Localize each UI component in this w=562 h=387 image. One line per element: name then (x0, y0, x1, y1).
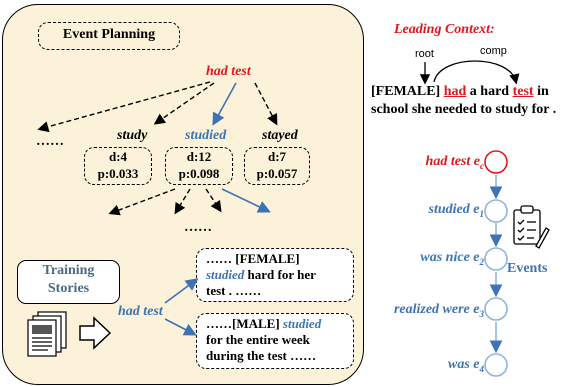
dep-comp-arc (433, 60, 520, 85)
dep-comp-label: comp (480, 45, 507, 57)
training-stories-label-box (17, 260, 120, 304)
ellipsis-bottom: …… (184, 220, 212, 235)
candidate-p-studied: p:0.098 (178, 166, 220, 181)
leading-context-title: Leading Context: (394, 22, 495, 37)
highlight-word-test: test (512, 84, 534, 99)
chain-node-3 (484, 297, 508, 321)
candidate-p-stayed: p:0.057 (256, 166, 298, 181)
story2-line1: ……[MALE] studied (206, 316, 322, 331)
training-stories-line1: Training (42, 263, 95, 278)
candidate-box-study (84, 147, 152, 185)
candidate-p-study: p:0.033 (97, 166, 139, 181)
arrow-studied-to-mid1 (174, 188, 191, 215)
chain-node-2 (484, 247, 508, 271)
chain-event-3: realized were e3 (393, 302, 484, 319)
arrow-root-to-studied (212, 82, 237, 126)
arrow-branch-to-story2 (164, 318, 197, 336)
story2-line3: during the test …… (206, 348, 317, 363)
clipboard-icon (513, 205, 550, 249)
story1-event: studied (206, 267, 245, 282)
arrow-studied-to-left (108, 188, 176, 216)
arrow-studied-to-mid2 (205, 188, 222, 213)
chain-event-c: had test ec (425, 154, 484, 171)
chain-event-2: was nice e2 (420, 250, 484, 267)
story-box-1 (196, 248, 354, 302)
chain-event-1: studied e1 (428, 202, 484, 219)
candidate-event-stayed: stayed (262, 128, 298, 143)
training-stories-line2: Stories (47, 281, 90, 296)
events-label: Events (507, 261, 548, 276)
story1-line2: studied hard for her (206, 267, 316, 282)
candidate-event-study: study (117, 128, 148, 143)
candidate-d-study: d:4 (108, 149, 128, 164)
story1-line1: …… [FEMALE] (206, 251, 300, 266)
candidate-box-studied (165, 147, 233, 185)
arrow-branch-to-story1 (164, 278, 199, 304)
arrow-root-to-stayed (254, 82, 278, 126)
candidate-event-studied: studied (185, 128, 227, 143)
branch-event: had test (118, 304, 163, 319)
root-event: had test (206, 64, 251, 79)
highlight-word-had: had (443, 84, 467, 99)
arrow-root-to-study (153, 82, 215, 125)
event-planning-label: Event Planning (62, 27, 156, 42)
leading-sentence-line1: [FEMALE] had a hard test in (371, 84, 549, 99)
candidate-box-stayed (244, 147, 310, 185)
ellipsis-left: …… (36, 134, 64, 149)
chain-event-4: was e4 (447, 357, 484, 374)
event-planning-label-box (38, 22, 180, 50)
chain-node-c (484, 150, 508, 174)
candidate-d-stayed: d:7 (267, 149, 287, 164)
candidate-d-studied: d:12 (186, 149, 212, 164)
event-chain (484, 150, 508, 377)
leading-sentence-line2: school she needed to study for . (371, 102, 557, 117)
arrow-root-to-left (37, 81, 211, 133)
chain-node-1 (484, 199, 508, 223)
story2-event: studied (282, 316, 322, 331)
documents-icon (27, 311, 67, 357)
story2-line2: for the entire week (206, 332, 310, 347)
chain-node-4 (484, 353, 508, 377)
dep-root-label: root (415, 48, 434, 60)
hollow-arrow-icon (79, 316, 112, 350)
arrow-studied-to-right (221, 188, 271, 213)
story1-line3: test . …… (206, 283, 262, 298)
story-box-2 (196, 313, 354, 369)
